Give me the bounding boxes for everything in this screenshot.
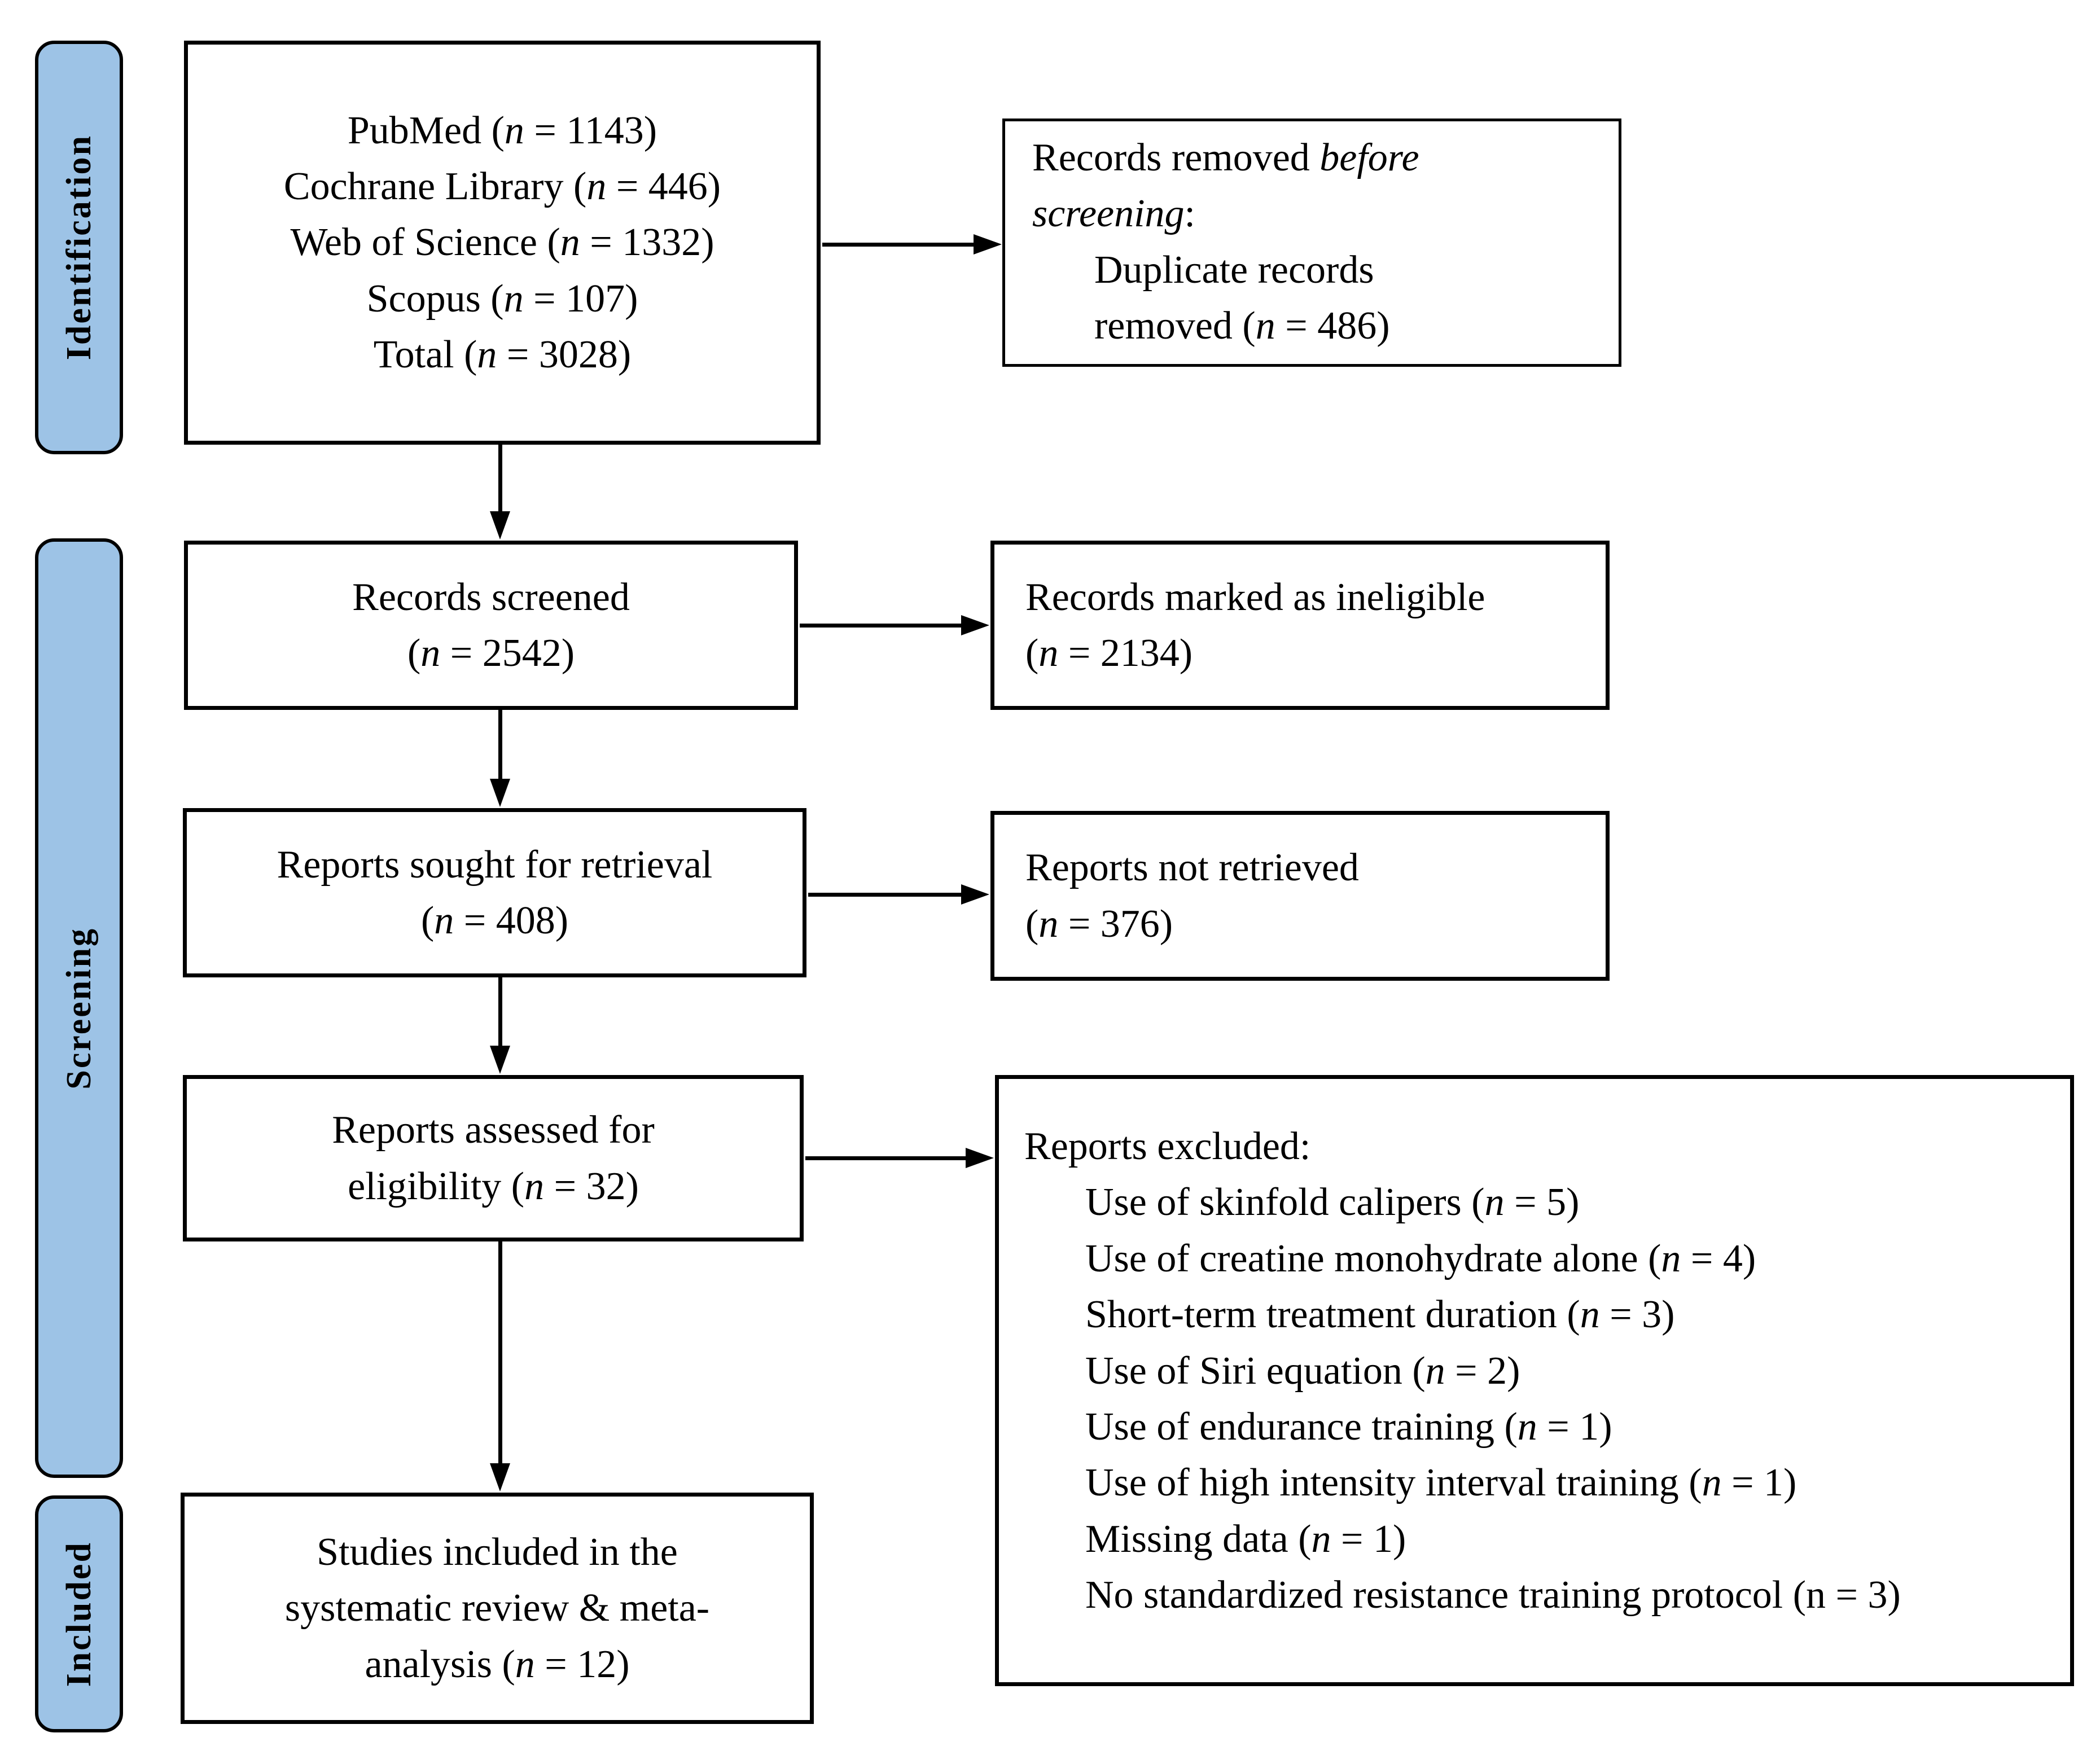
arrow-sought-to-not-retrieved: [808, 884, 989, 905]
sought-line-1: Reports sought for retrieval: [277, 843, 713, 887]
stage-identification: Identification: [35, 41, 123, 454]
assessed-line-2: eligibility (n = 32): [348, 1164, 639, 1208]
not-retrieved-line-2: (n = 376): [1025, 902, 1173, 946]
reports-sought-box: Reports sought for retrieval (n = 408): [183, 808, 806, 977]
assessed-line-1: Reports assessed for: [332, 1108, 655, 1152]
excluded-reason-skinfold: Use of skinfold calipers (n = 5): [1085, 1181, 1580, 1225]
removed-line-3: Duplicate records: [1094, 248, 1374, 292]
source-web-of-science: Web of Science (n = 1332): [290, 221, 714, 265]
excluded-reason-no-protocol: No standardized resistance training prot…: [1085, 1573, 1901, 1617]
source-cochrane: Cochrane Library (n = 446): [283, 164, 721, 208]
reports-assessed-box: Reports assessed for eligibility (n = 32…: [183, 1075, 804, 1241]
stage-screening-label: Screening: [59, 927, 98, 1090]
arrow-sought-to-assessed: [490, 977, 510, 1074]
stage-screening: Screening: [35, 538, 123, 1478]
excluded-reason-short-term: Short-term treatment duration (n = 3): [1085, 1293, 1675, 1337]
source-total: Total (n = 3028): [373, 333, 632, 377]
removed-line-4: removed (n = 486): [1094, 304, 1390, 348]
records-screened-box: Records screened (n = 2542): [184, 541, 798, 710]
included-line-2: systematic review & meta-: [284, 1586, 710, 1630]
not-retrieved-line-1: Reports not retrieved: [1025, 846, 1359, 890]
records-removed-box: Records removed before screening: Duplic…: [1002, 119, 1621, 367]
reports-not-retrieved-box: Reports not retrieved (n = 376): [990, 811, 1610, 981]
excluded-reason-hiit: Use of high intensity interval training …: [1085, 1461, 1797, 1505]
stage-included: Included: [35, 1495, 123, 1732]
screened-line-2: (n = 2542): [407, 631, 575, 675]
reports-excluded-box: Reports excluded: Use of skinfold calipe…: [995, 1075, 2074, 1686]
arrow-assessed-to-excluded: [805, 1148, 994, 1168]
included-line-3: analysis (n = 12): [365, 1642, 630, 1686]
arrow-sources-to-screened: [490, 445, 510, 539]
excluded-reason-siri: Use of Siri equation (n = 2): [1085, 1349, 1520, 1393]
stage-identification-label: Identification: [59, 134, 98, 361]
removed-line-2: screening:: [1032, 192, 1195, 236]
screened-line-1: Records screened: [352, 575, 630, 619]
arrow-sources-to-removed: [822, 234, 1002, 255]
studies-included-box: Studies included in the systematic revie…: [181, 1493, 814, 1724]
included-line-1: Studies included in the: [317, 1530, 678, 1574]
excluded-reason-creatine: Use of creatine monohydrate alone (n = 4…: [1085, 1236, 1756, 1280]
removed-line-1: Records removed before: [1032, 136, 1419, 179]
arrow-assessed-to-included: [490, 1241, 510, 1491]
identification-sources-box: PubMed (n = 1143) Cochrane Library (n = …: [184, 41, 821, 445]
arrow-screened-to-ineligible: [800, 615, 989, 635]
excluded-title: Reports excluded:: [1024, 1125, 1311, 1168]
records-ineligible-box: Records marked as ineligible (n = 2134): [990, 541, 1610, 710]
arrow-screened-to-sought: [490, 710, 510, 807]
excluded-reason-endurance: Use of endurance training (n = 1): [1085, 1405, 1612, 1449]
stage-included-label: Included: [59, 1541, 98, 1687]
source-pubmed: PubMed (n = 1143): [347, 108, 657, 152]
excluded-reason-missing-data: Missing data (n = 1): [1085, 1517, 1406, 1561]
ineligible-line-1: Records marked as ineligible: [1025, 575, 1485, 619]
ineligible-line-2: (n = 2134): [1025, 631, 1193, 675]
source-scopus: Scopus (n = 107): [366, 277, 638, 321]
sought-line-2: (n = 408): [420, 899, 569, 942]
